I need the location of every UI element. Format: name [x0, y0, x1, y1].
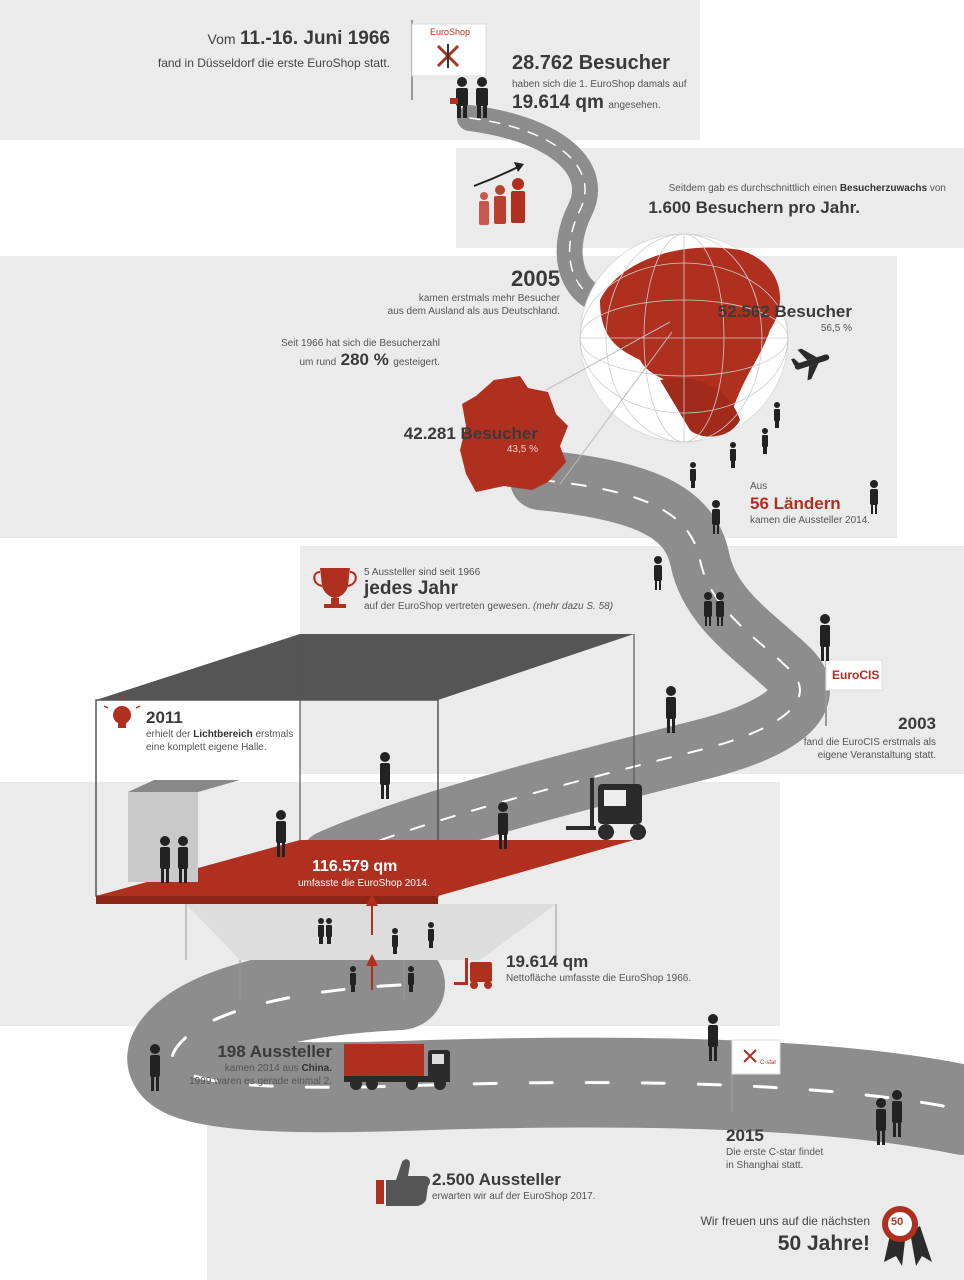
euroshop-flag-label: EuroShop — [430, 27, 471, 37]
cstar-flag-label: C-star — [760, 1060, 777, 1066]
person — [392, 928, 398, 954]
rosette-badge-icon — [882, 1206, 932, 1266]
globe — [579, 233, 789, 443]
y2003-line1: fand die EuroCIS erstmals als — [803, 737, 936, 748]
y2005-line1: kamen erstmals mehr Besucher — [418, 293, 560, 304]
person — [892, 1090, 902, 1137]
trophy-icon — [313, 568, 357, 608]
person — [380, 752, 390, 799]
person — [350, 966, 356, 992]
area-2014-line: umfasste die EuroShop 2014. — [298, 878, 430, 889]
person — [428, 922, 434, 948]
foreign-visitors-pct: 56,5 % — [820, 323, 852, 334]
growth-big: 1.600 Besuchern pro Jahr. — [648, 198, 860, 217]
person — [820, 614, 830, 661]
area-1966-big: 19.614 qm — [506, 952, 589, 971]
growth-people-icon — [473, 162, 525, 225]
germany-map — [460, 376, 568, 492]
china-line1: kamen 2014 aus China. — [224, 1063, 332, 1074]
y2011-line1: erhielt der Lichtbereich erstmals — [146, 729, 294, 740]
panel-1966 — [0, 0, 700, 140]
visitors-1966-area: 19.614 qm angesehen. — [512, 92, 661, 113]
eurocis-flag-label: EuroCIS — [832, 668, 880, 682]
person — [318, 918, 324, 944]
y2011-line2: eine komplett eigene Halle. — [146, 742, 267, 753]
person — [276, 810, 286, 857]
person — [408, 966, 414, 992]
person — [160, 836, 170, 883]
countries-big: 56 Ländern — [750, 494, 841, 513]
y2015-line2: in Shanghai statt. — [726, 1160, 804, 1171]
person — [712, 500, 720, 534]
domestic-visitors-pct: 43,5 % — [506, 444, 538, 455]
year-2011: 2011 — [146, 708, 183, 727]
handshake-people-icon — [450, 77, 488, 118]
person — [870, 480, 878, 514]
increase-line2: um rund 280 % gesteigert. — [299, 350, 441, 369]
forklift-small-icon — [454, 958, 492, 989]
person — [774, 402, 780, 428]
airplane-icon — [791, 348, 830, 381]
visitors-1966-count: 28.762 Besucher — [512, 52, 670, 74]
lightbulb-icon — [103, 696, 141, 728]
cstar-flag — [731, 1039, 781, 1112]
visitors-1966-line: haben sich die 1. EuroShop damals auf — [512, 79, 687, 90]
expected-big: 2.500 Aussteller — [432, 1170, 561, 1189]
countries-line: kamen die Aussteller 2014. — [750, 515, 871, 526]
year-2015: 2015 — [726, 1126, 764, 1145]
euroshop-1966-heading: Vom 11.-16. Juni 1966 — [207, 28, 390, 49]
person — [654, 556, 662, 590]
growth-line: Seitdem gab es durchschnittlich einen Be… — [668, 183, 946, 194]
yearly-line2: auf der EuroShop vertreten gewesen. (meh… — [364, 601, 614, 612]
area-1966-line: Nettofläche umfasste die EuroShop 1966. — [506, 973, 692, 984]
person — [326, 918, 332, 944]
person — [708, 1014, 718, 1061]
person — [730, 442, 736, 468]
person — [498, 802, 508, 849]
person — [876, 1098, 886, 1145]
road — [127, 105, 964, 1155]
truck-icon — [344, 1044, 450, 1090]
people-silhouettes — [150, 402, 902, 1145]
panel-growth — [456, 148, 964, 248]
future-big: 50 Jahre! — [777, 1232, 870, 1255]
y2015-line1: Die erste C-star findet — [726, 1147, 824, 1158]
yearly-big: jedes Jahr — [364, 578, 458, 599]
thumbs-up-icon — [376, 1159, 431, 1206]
person — [690, 462, 696, 488]
person — [178, 836, 188, 883]
countries-aus: Aus — [750, 481, 768, 492]
person — [716, 592, 724, 626]
person — [762, 428, 768, 454]
hall-illustration — [95, 634, 635, 1000]
domestic-visitors-count: 42.281 Besucher — [403, 424, 538, 443]
expected-line: erwarten wir auf der EuroShop 2017. — [432, 1191, 596, 1202]
yearly-line1: 5 Aussteller sind seit 1966 — [364, 567, 481, 578]
person — [666, 686, 676, 733]
year-2005: 2005 — [511, 266, 560, 291]
y2003-line2: eigene Veranstaltung statt. — [817, 750, 936, 761]
china-line2: 1999 waren es gerade einmal 2. — [189, 1076, 332, 1087]
china-big: 198 Aussteller — [217, 1042, 332, 1061]
future-line1: Wir freuen uns auf die nächsten — [700, 1214, 870, 1228]
person — [704, 592, 712, 626]
eurocis-flag — [825, 659, 883, 726]
area-2014-big: 116.579 qm — [312, 858, 398, 875]
foreign-visitors-count: 52.562 Besucher — [717, 302, 852, 321]
year-2003: 2003 — [898, 714, 936, 733]
euroshop-1966-subtext: fand in Düsseldorf die erste EuroShop st… — [157, 56, 390, 70]
euroshop-flag — [411, 20, 487, 100]
person — [150, 1044, 160, 1091]
y2005-line2: aus dem Ausland als aus Deutschland. — [387, 306, 560, 317]
forklift-large-icon — [566, 778, 646, 840]
badge-number: 50 — [891, 1216, 904, 1228]
increase-line1: Seit 1966 hat sich die Besucherzahl — [281, 338, 440, 349]
